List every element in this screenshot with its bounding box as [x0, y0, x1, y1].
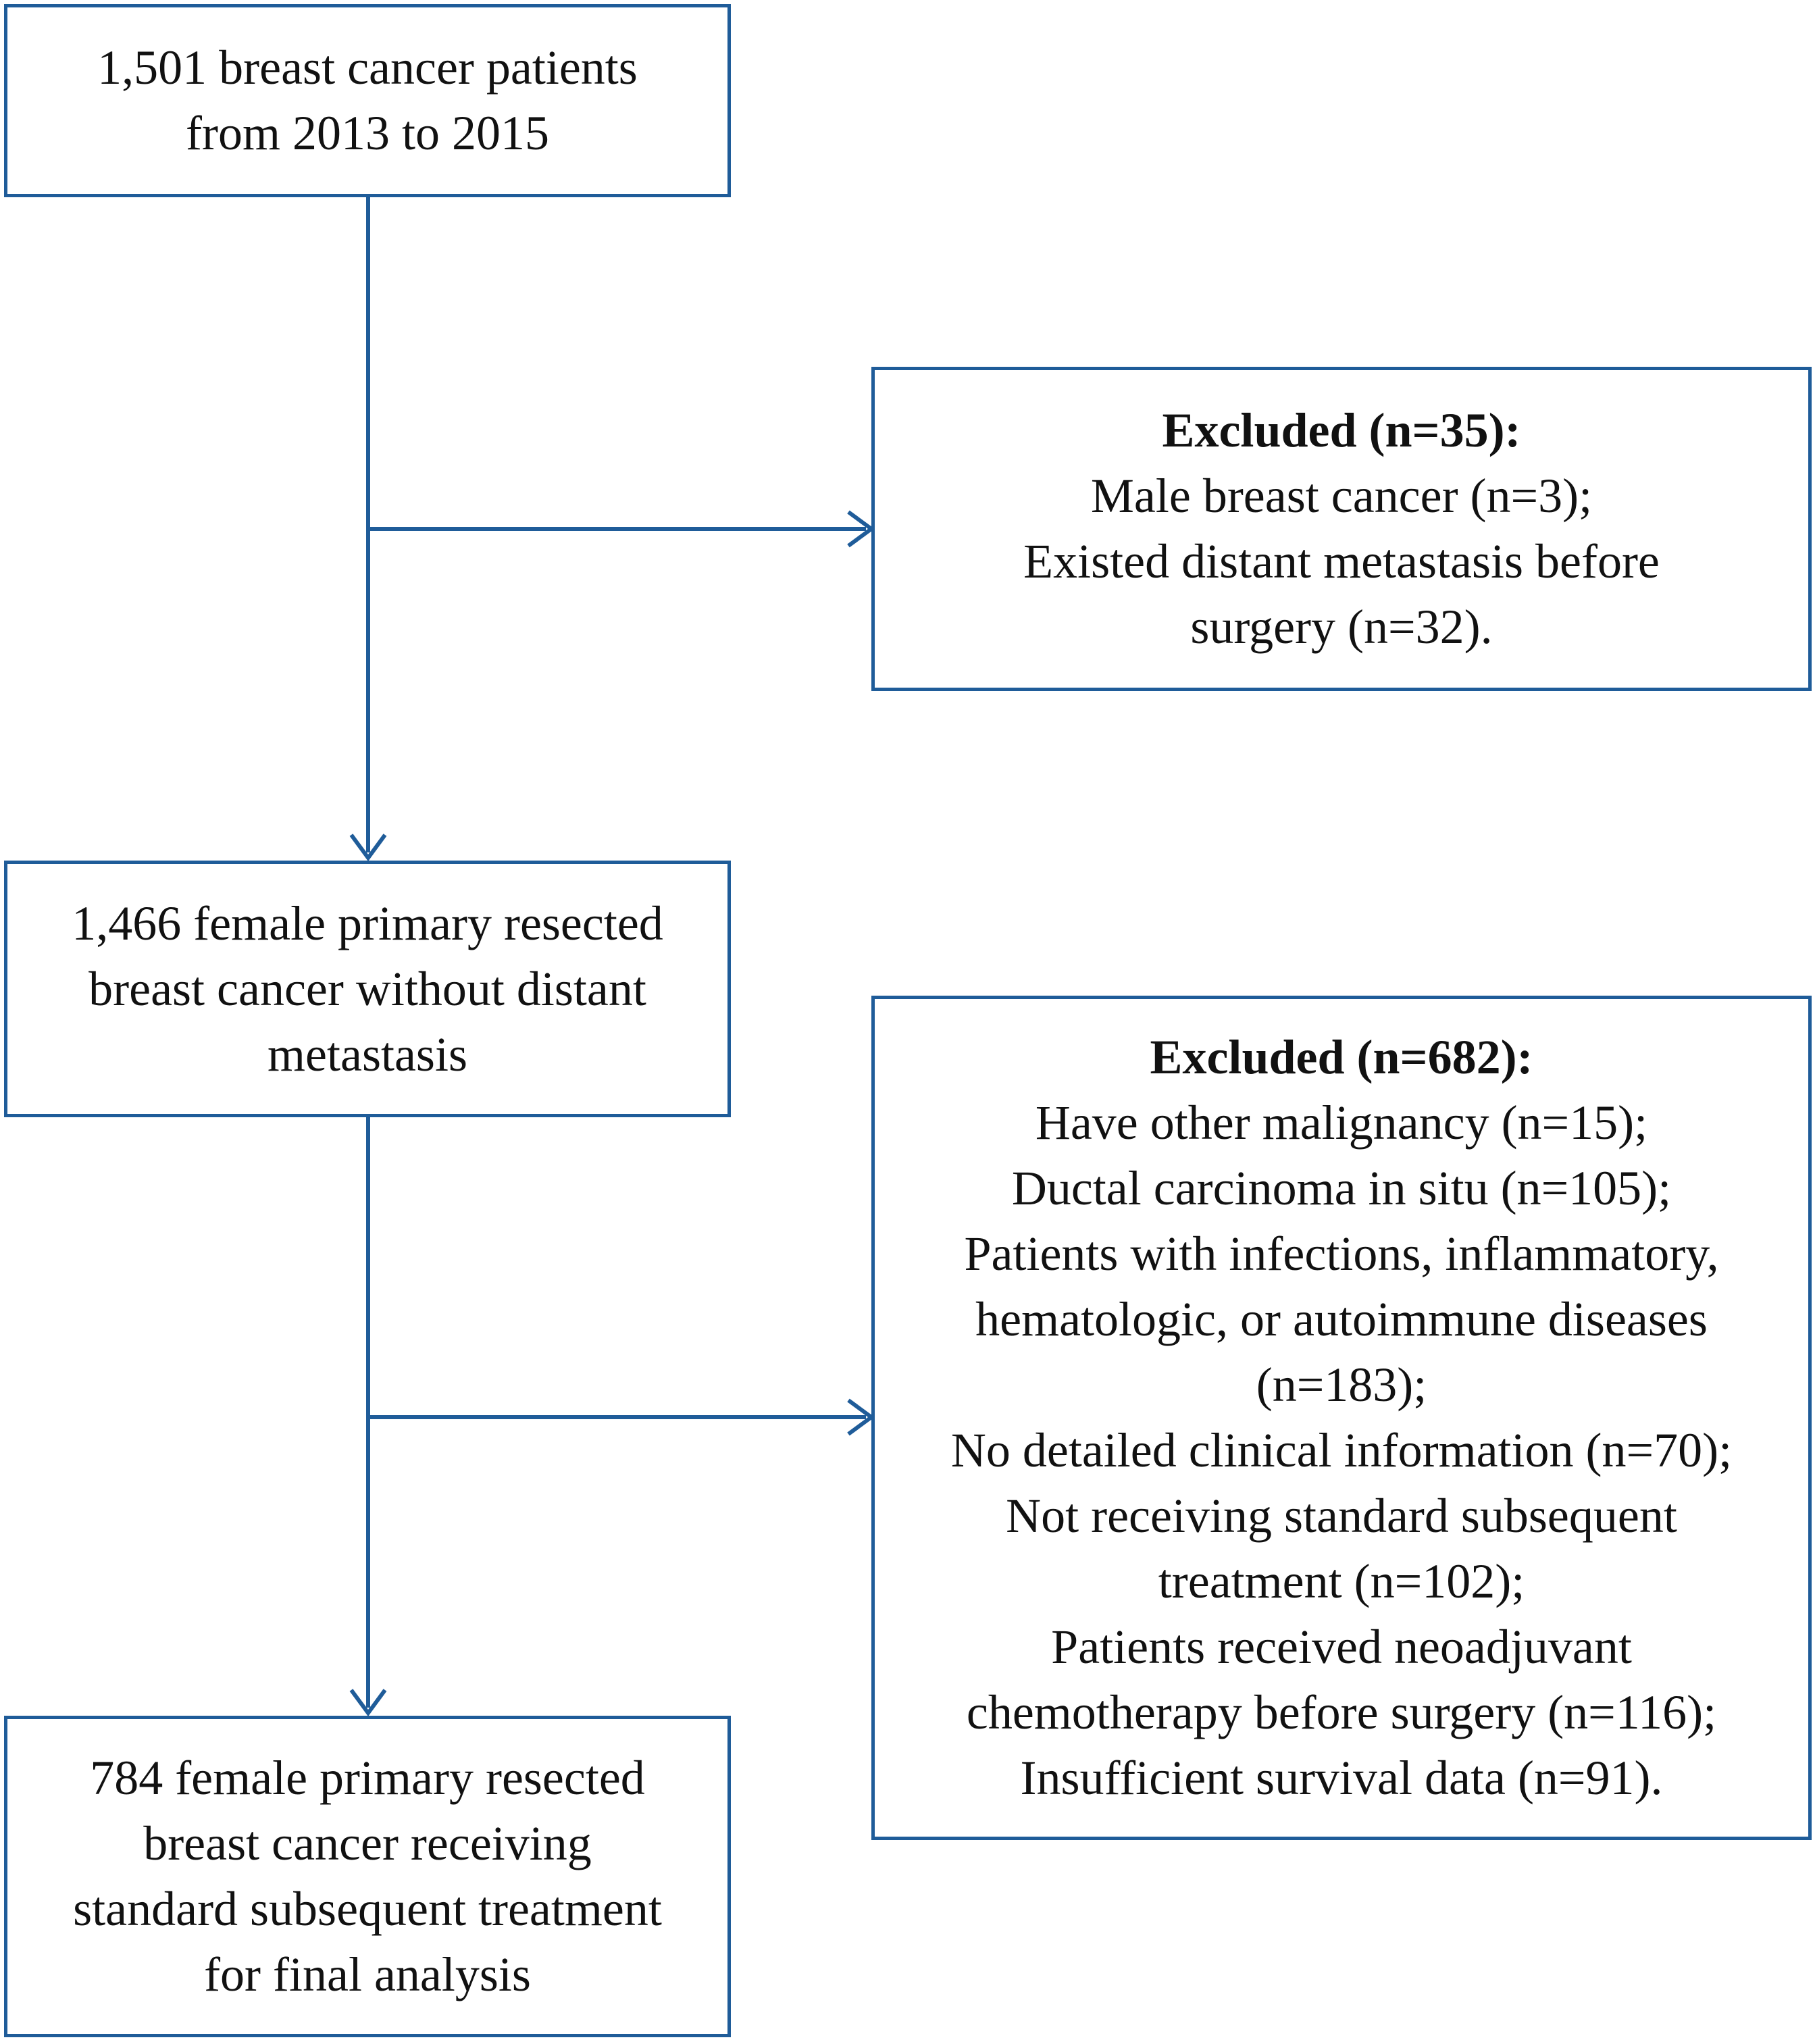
- exclusion-reason: surgery (n=32).: [1190, 600, 1493, 654]
- final-cohort-box: 784 female primary resected breast cance…: [4, 1716, 731, 2037]
- box-text-line: 1,501 breast cancer patients: [97, 41, 638, 95]
- excluded-box-1: Excluded (n=35): Male breast cancer (n=3…: [871, 367, 1812, 691]
- exclusion-reason: chemotherapy before surgery (n=116);: [966, 1685, 1717, 1739]
- exclusion-reason: hematologic, or autoimmune diseases: [975, 1292, 1708, 1346]
- excluded-box-2: Excluded (n=682): Have other malignancy …: [871, 996, 1812, 1840]
- exclusion-reason: Insufficient survival data (n=91).: [1020, 1751, 1663, 1805]
- exclusion-reason: Existed distant metastasis before: [1023, 534, 1660, 588]
- exclusion-reason: treatment (n=102);: [1158, 1554, 1525, 1608]
- intermediate-cohort-box: 1,466 female primary resected breast can…: [4, 861, 731, 1117]
- initial-cohort-box: 1,501 breast cancer patients from 2013 t…: [4, 4, 731, 197]
- box-text-line: standard subsequent treatment: [73, 1882, 662, 1936]
- arrowhead-down-icon: [349, 1689, 387, 1717]
- exclusion-reason: Have other malignancy (n=15);: [1035, 1096, 1648, 1150]
- exclusion-reason: Not receiving standard subsequent: [1006, 1489, 1677, 1543]
- exclusion-reason: (n=183);: [1256, 1358, 1427, 1412]
- excluded-title: Excluded (n=682):: [1150, 1030, 1533, 1084]
- exclusion-reason: Male breast cancer (n=3);: [1090, 469, 1593, 523]
- box-text-line: metastasis: [267, 1027, 467, 1081]
- box-text-line: 1,466 female primary resected: [72, 896, 663, 950]
- arrowhead-down-icon: [349, 834, 387, 862]
- box-text-line: from 2013 to 2015: [186, 106, 549, 160]
- exclusion-reason: Ductal carcinoma in situ (n=105);: [1011, 1161, 1672, 1215]
- exclusion-reason: Patients received neoadjuvant: [1051, 1620, 1632, 1674]
- box-text-line: for final analysis: [204, 1947, 531, 2001]
- excluded-title: Excluded (n=35):: [1162, 403, 1521, 457]
- box-text-line: breast cancer receiving: [143, 1816, 592, 1870]
- exclusion-reason: No detailed clinical information (n=70);: [950, 1423, 1733, 1477]
- box-text-line: breast cancer without distant: [88, 961, 646, 1016]
- exclusion-reason: Patients with infections, inflammatory,: [964, 1227, 1719, 1281]
- box-text-line: 784 female primary resected: [90, 1751, 645, 1805]
